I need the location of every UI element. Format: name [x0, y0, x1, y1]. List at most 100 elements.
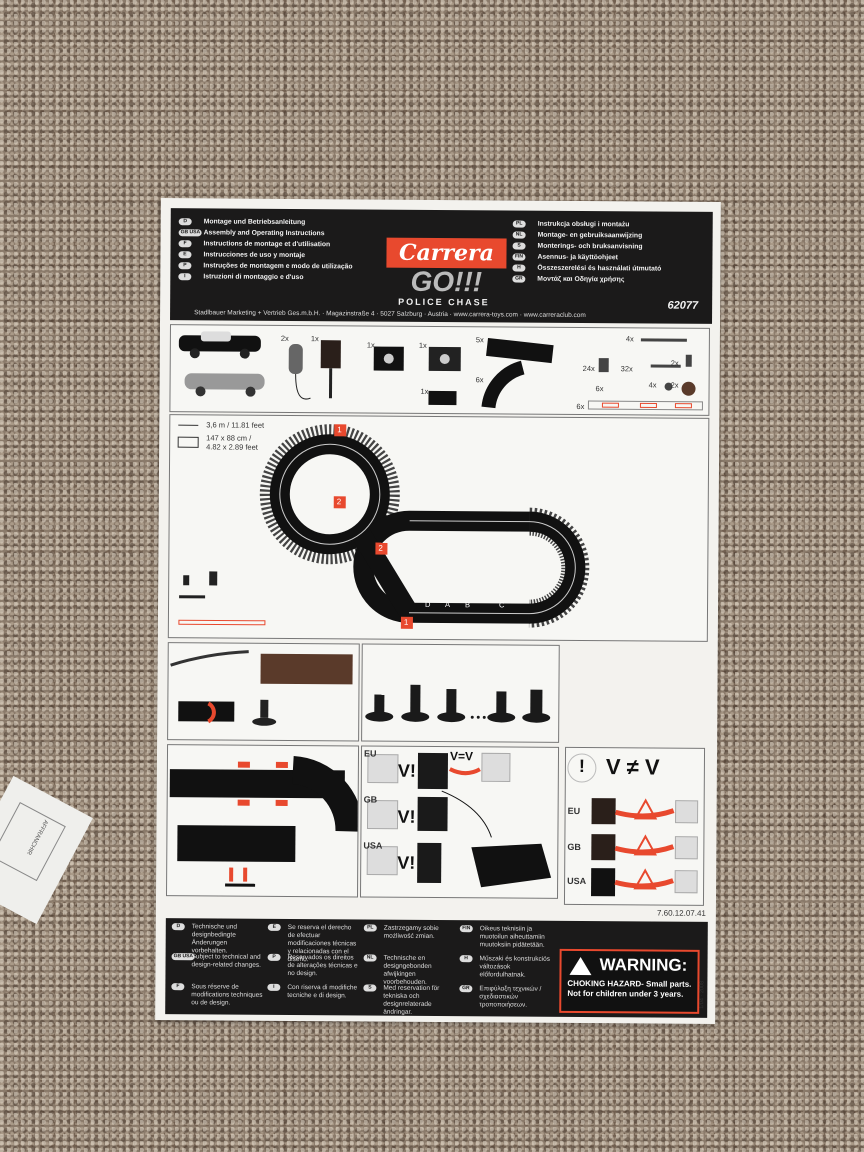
notice-badge-box: E	[267, 923, 286, 931]
second-sheet: AFFRANCHIR	[0, 775, 93, 925]
guard-rail-assembly-diagram	[170, 650, 353, 726]
product-code: 62077	[667, 299, 699, 312]
marker-2b: 2	[378, 543, 383, 553]
language-flag-icon: D	[171, 923, 185, 931]
language-flag-icon: S	[363, 984, 377, 992]
language-flag-icon: I	[267, 983, 281, 991]
language-flag-icon: E	[267, 923, 281, 931]
language-badge-box: NL	[512, 231, 535, 239]
voltage-warning-diagram	[567, 753, 699, 897]
track-b-icon	[428, 346, 461, 372]
warning-line-1: CHOKING HAZARD- Small parts.	[567, 978, 692, 989]
voltage-equal: V=V	[449, 749, 474, 764]
change-notice: F Sous réserve de modifications technique…	[171, 983, 263, 1008]
region-eu: EU	[363, 748, 377, 759]
marker-2: 2	[336, 497, 342, 507]
carrera-logo: Carrera	[386, 237, 507, 269]
count-barrier: 6x	[576, 401, 585, 412]
change-notice-text: Subject to technical and design-related …	[191, 953, 261, 969]
count-pylon-small: 2x	[670, 358, 679, 368]
count-track-a: 1x	[366, 340, 375, 350]
language-flag-icon: GR	[459, 985, 473, 993]
straight-track-icon	[486, 337, 554, 364]
language-badge-box: FIN	[512, 253, 534, 261]
change-notice-text: Con riserva di modifiche tecniche e di d…	[287, 983, 358, 1000]
language-flag-icon: FIN	[459, 925, 473, 933]
language-flag-icon: P	[178, 262, 192, 270]
notice-badge-box: S	[363, 984, 381, 992]
language-flag-icon: PL	[512, 220, 526, 228]
warning-text: CHOKING HAZARD- Small parts.Not for chil…	[567, 979, 691, 1000]
power-supply-panel: EU GB USA V! V! V! V=V	[359, 745, 560, 899]
change-notice: I Con riserva di modifiche tecniche e di …	[267, 983, 359, 1001]
count-supports: 32x	[620, 364, 633, 374]
track-size: 147 x 88 cm /	[206, 433, 252, 443]
controller-icon	[288, 343, 311, 400]
language-badge-box: I	[178, 273, 200, 281]
police-car-icon	[178, 331, 261, 359]
language-badge-box: PL	[512, 220, 535, 228]
language-flag-icon: I	[178, 273, 192, 281]
change-notice-text: Sous réserve de modifications techniques…	[191, 983, 263, 1007]
track-connection-diagram	[169, 756, 364, 887]
marker-1b: 1	[403, 617, 409, 627]
notice-badge-box: PL	[363, 924, 382, 932]
language-badge-box: D	[178, 218, 201, 226]
parts-illustration	[178, 331, 703, 411]
count-clips: 24x	[582, 364, 595, 374]
language-label: Asennus- ja käyttöohjeet	[537, 253, 618, 262]
language-item: I Istruzioni di montaggio e d'uso	[178, 271, 352, 283]
change-notice-text: Reservados os direitos de alterações téc…	[287, 953, 358, 978]
parts-panel: 2x 1x 1x 1x 1x 5x 6x 4x 24x 32x 2x 6x 4x…	[169, 324, 710, 416]
language-label: Instructions de montage et d'utilisation	[203, 240, 331, 249]
language-flag-icon: F	[171, 983, 185, 991]
language-label: Monterings- och bruksanvisning	[537, 242, 643, 251]
region-eu-warning: EU	[567, 805, 581, 816]
warning-line-2: Not for children under 3 years.	[567, 988, 684, 999]
warning-title: WARNING:	[599, 955, 688, 975]
language-badge-box: GR	[512, 275, 534, 283]
transformer-icon	[320, 340, 341, 399]
marker-1: 1	[337, 425, 342, 435]
language-flag-icon: E	[178, 251, 192, 259]
region-usa: USA	[363, 840, 383, 851]
track-circuit	[259, 424, 590, 628]
notice-badge-box: GB USA	[171, 953, 196, 961]
track-connection-panel	[166, 744, 364, 898]
language-flag-icon: F	[178, 240, 192, 248]
set-name: POLICE CHASE	[398, 296, 490, 308]
language-flag-icon: PL	[363, 924, 377, 932]
notice-badge-box: H	[459, 955, 478, 963]
track-label-a: A	[445, 600, 451, 610]
count-guard-rails: 4x	[625, 334, 634, 344]
count-track-d: 1x	[420, 386, 429, 396]
count-track-b: 1x	[418, 340, 427, 350]
language-label: Istruzioni di montaggio e d'uso	[203, 273, 304, 282]
region-usa-warning: USA	[567, 875, 587, 887]
count-curve: 6x	[475, 375, 484, 385]
notice-badge-box: FIN	[459, 925, 478, 933]
count-pylon-base: 2x	[670, 380, 679, 390]
track-layout-diagram	[177, 424, 590, 629]
track-layout-panel: 3,6 m / 11.81 feet 147 x 88 cm / 4.82 x …	[167, 414, 710, 642]
change-notice-text: Med reservation för tekniska och designr…	[383, 984, 440, 1016]
count-straight: 5x	[475, 335, 484, 345]
notice-badge-box: P	[267, 953, 286, 961]
language-label: Μοντάζ και Οδηγία χρήσης	[537, 275, 625, 284]
language-badge-box: F	[178, 240, 201, 248]
voltage-not-equal: V ≠ V	[605, 754, 660, 780]
language-flag-icon: NL	[363, 954, 377, 962]
warning-exclamation: !	[578, 755, 585, 777]
track-label-d: D	[425, 599, 431, 609]
accessories-icon	[598, 338, 696, 396]
track-a-icon	[373, 346, 404, 371]
language-badge-box: H	[512, 264, 534, 272]
barrier-strip-icon	[587, 400, 703, 411]
